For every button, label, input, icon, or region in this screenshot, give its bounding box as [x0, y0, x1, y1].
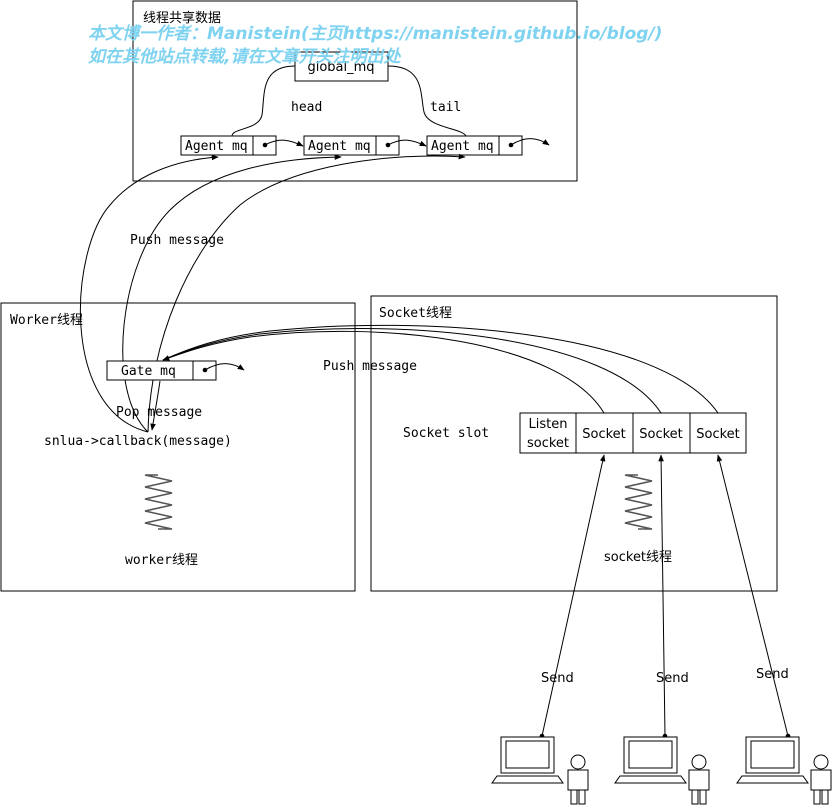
- shared-data-box: [132, 0, 578, 182]
- push-arc-2: [122, 154, 342, 433]
- head-connector: [231, 65, 296, 137]
- agent-mq-2: Agent mq: [303, 135, 400, 156]
- listen-socket-line1: Listen: [529, 417, 568, 432]
- socket-slot: Listen socket Socket Socket Socket: [519, 412, 747, 454]
- global-mq-box: [294, 51, 389, 82]
- socket-cell-3: Socket: [696, 427, 740, 442]
- send-arrow-1: [541, 454, 606, 737]
- pop-arrow: [150, 380, 161, 431]
- gate-link: [204, 363, 245, 371]
- watermark-line-1: 本文博一作者：Manistein(主页https://manistein.git…: [88, 24, 662, 44]
- agent-mq-2-label: Agent mq: [308, 139, 371, 154]
- socket-cell-1: Socket: [582, 427, 626, 442]
- socket-push-arc-1: [162, 330, 605, 414]
- send-arrow-3: [716, 454, 789, 737]
- gate-mq: Gate mq: [106, 360, 217, 381]
- shared-data-title: 线程共享数据: [143, 10, 221, 26]
- tail-connector: [387, 65, 467, 137]
- tail-label: tail: [430, 100, 461, 115]
- agent-mq-1-label: Agent mq: [185, 139, 248, 154]
- push-message-socket-label: Push message: [323, 359, 417, 374]
- agent-mq-3: Agent mq: [426, 135, 523, 156]
- client-3: [736, 736, 832, 805]
- spring-icon: [624, 474, 653, 530]
- person-icon: [810, 754, 832, 805]
- worker-thread-label: worker线程: [125, 553, 198, 568]
- socket-cell-2: Socket: [639, 427, 683, 442]
- spring-icon: [144, 474, 173, 530]
- send-label-1: Send: [541, 671, 574, 686]
- computer-icon: [736, 736, 809, 784]
- agent-mq-1: Agent mq: [180, 135, 277, 156]
- client-2: [614, 736, 710, 805]
- push-arc-3: [147, 153, 466, 433]
- global-mq-label: global_mq: [307, 60, 374, 75]
- head-label: head: [291, 100, 322, 115]
- watermark-line-2: 如在其他站点转载,请在文章开头注明出处: [88, 47, 401, 67]
- push-arc-1: [79, 154, 219, 433]
- socket-push-arc-2: [162, 328, 662, 414]
- send-label-2: Send: [656, 671, 689, 686]
- send-label-3: Send: [756, 667, 789, 682]
- computer-icon: [491, 736, 564, 784]
- send-arrow-2: [658, 454, 666, 737]
- client-1: [491, 736, 589, 805]
- callback-label: snlua->callback(message): [44, 434, 232, 449]
- computer-icon: [614, 736, 687, 784]
- socket-push-arc-3: [162, 324, 719, 414]
- socket-thread-label: socket线程: [604, 550, 672, 565]
- listen-socket-line2: socket: [527, 436, 569, 451]
- worker-title: Worker线程: [10, 313, 83, 328]
- pop-message-label: Pop message: [116, 405, 202, 420]
- worker-box: [0, 302, 356, 592]
- socket-slot-label: Socket slot: [403, 426, 489, 441]
- gate-mq-label: Gate mq: [121, 364, 176, 379]
- agent-link-2: [387, 139, 427, 147]
- agent-link-3: [510, 138, 550, 146]
- agent-link-1: [264, 139, 304, 147]
- person-icon: [567, 754, 589, 805]
- socket-title: Socket线程: [379, 306, 452, 321]
- agent-mq-3-label: Agent mq: [431, 139, 494, 154]
- push-message-top-label: Push message: [130, 233, 224, 248]
- person-icon: [688, 754, 710, 805]
